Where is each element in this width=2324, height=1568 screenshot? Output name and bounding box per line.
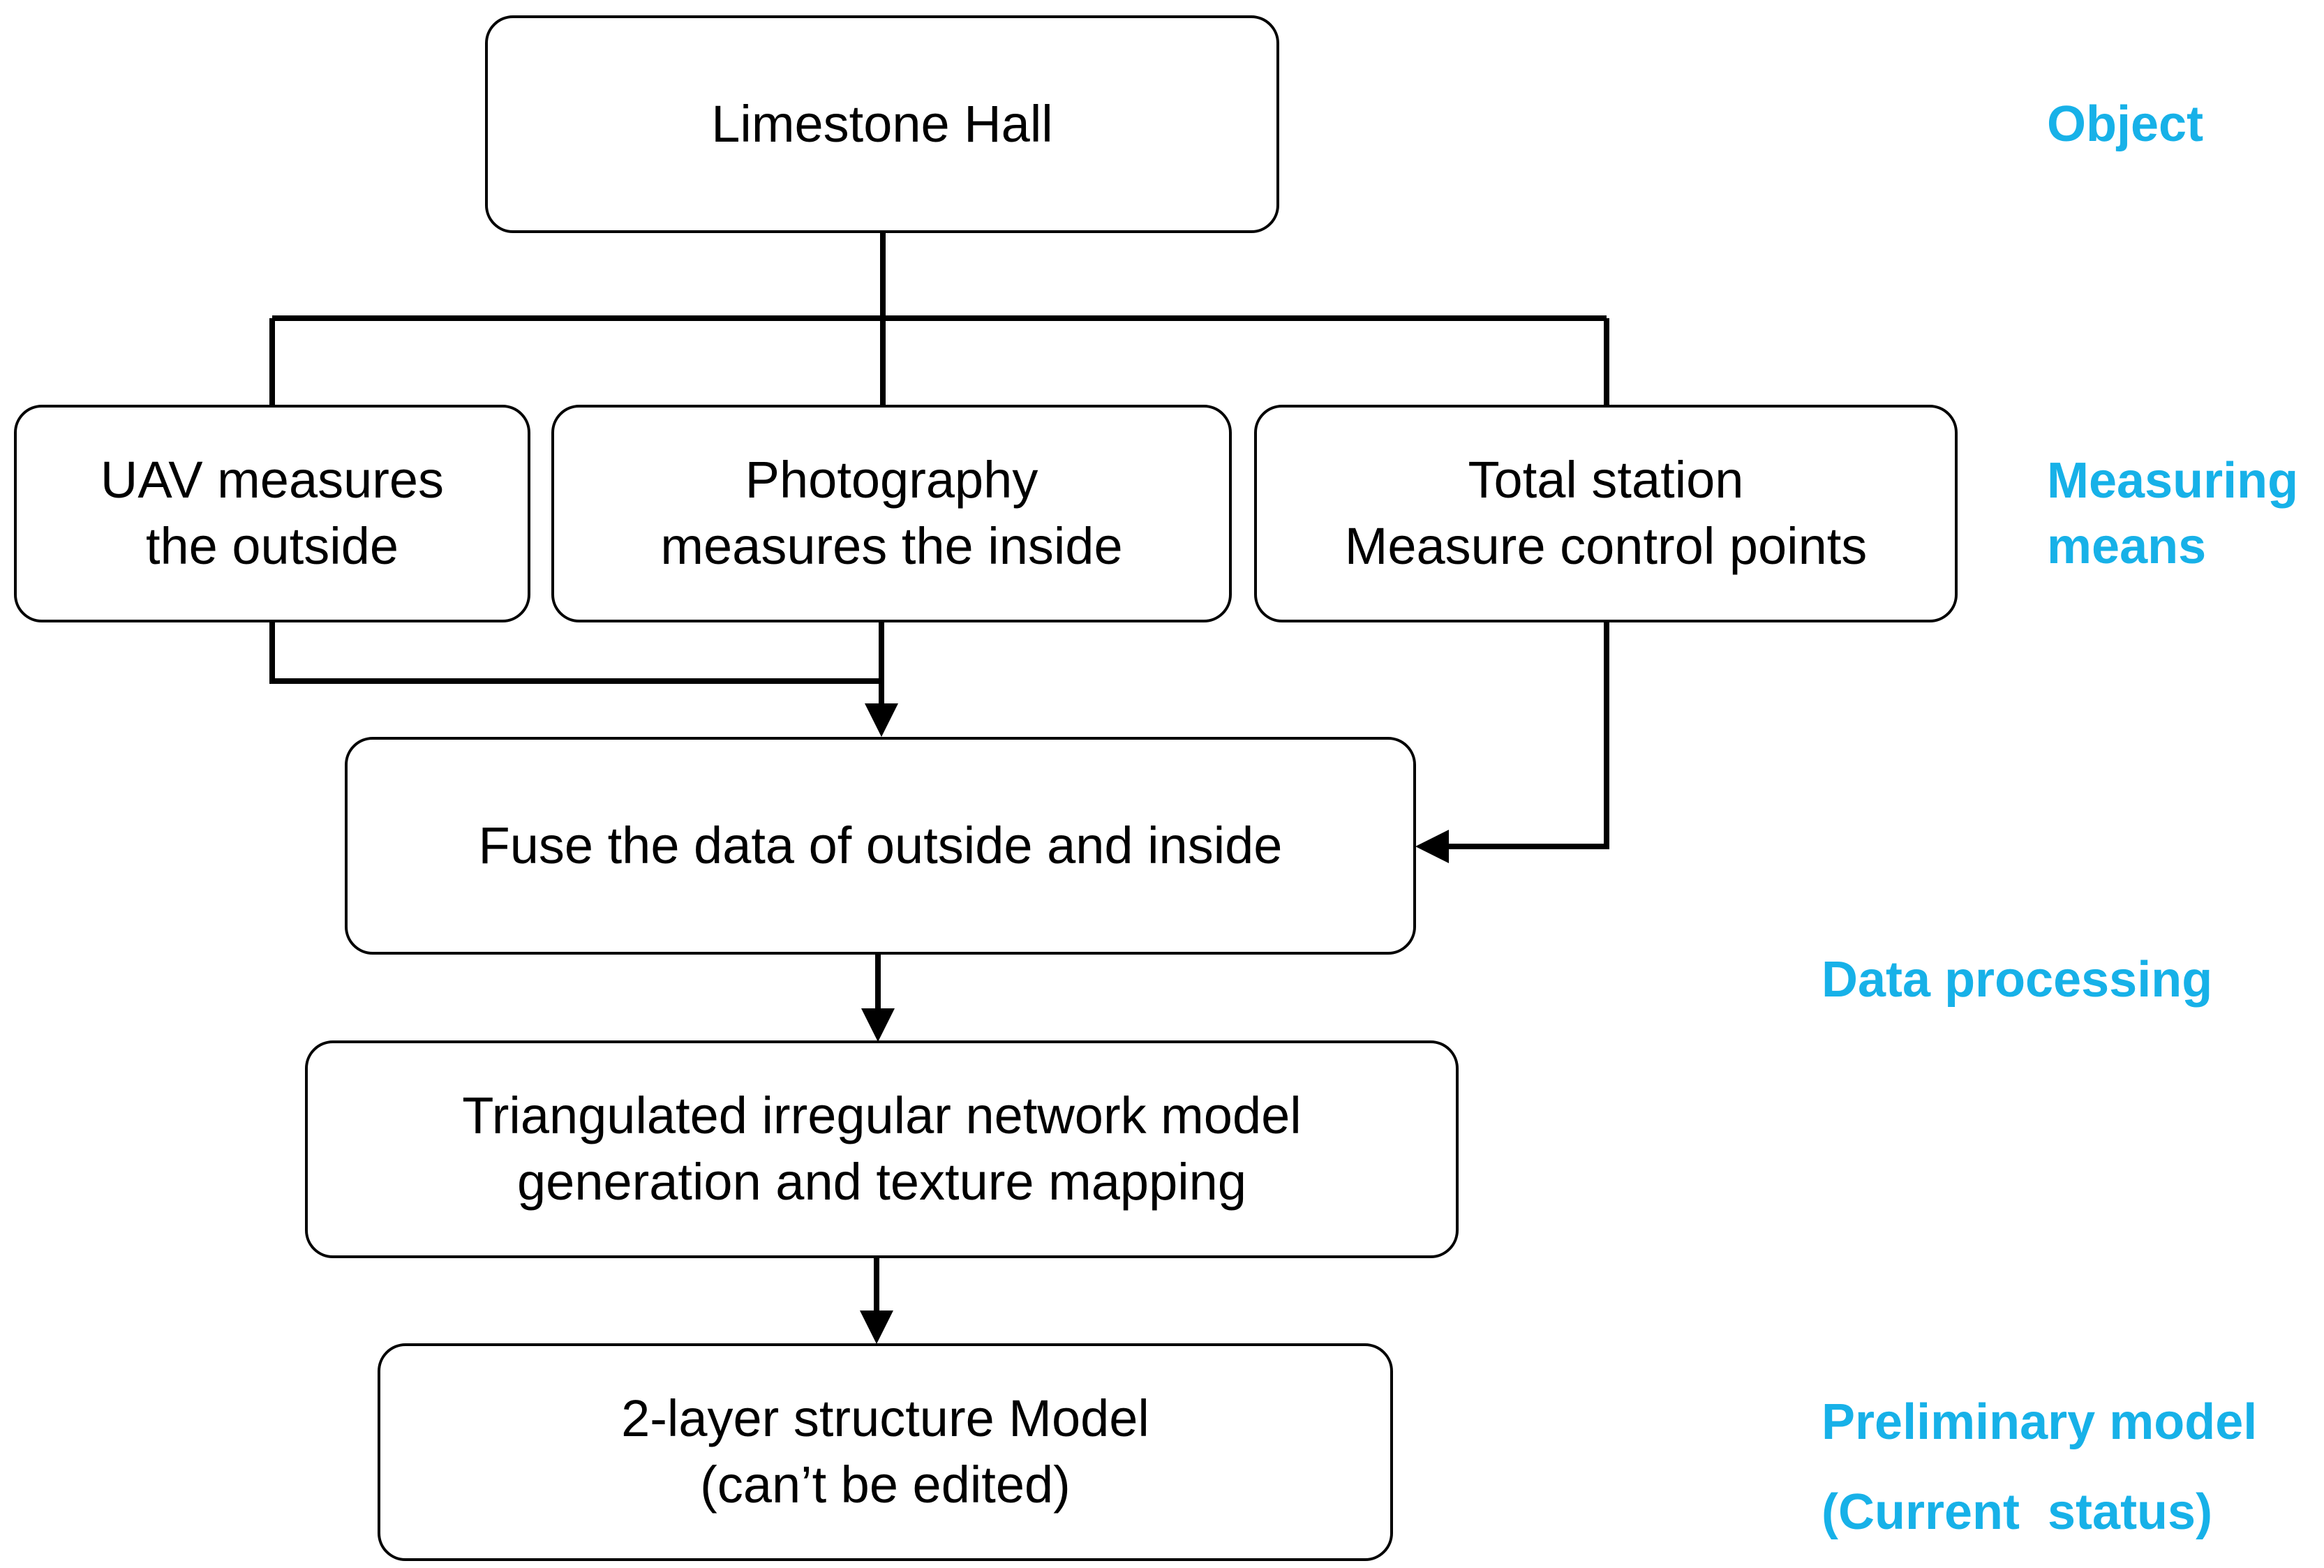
stage-label-preliminary-model: Preliminary model	[1822, 1394, 2258, 1450]
arrow-total-station-to-fuse	[1415, 621, 1609, 863]
node-label: Triangulated irregular network model	[462, 1087, 1302, 1145]
connector-uav-to-merge	[269, 621, 881, 684]
node-label: Fuse the data of outside and inside	[478, 816, 1283, 874]
node-tin-model: Triangulated irregular network model gen…	[305, 1040, 1459, 1258]
node-structure-model: 2-layer structure Model (can’t be edited…	[378, 1343, 1393, 1561]
node-label: Photography	[745, 451, 1038, 509]
stage-label-data-processing: Data processing	[1822, 952, 2213, 1008]
stage-label-object: Object	[2047, 96, 2204, 152]
node-total-station: Total station Measure control points	[1254, 405, 1958, 622]
node-label: the outside	[145, 517, 399, 575]
node-label: Limestone Hall	[711, 94, 1053, 153]
node-photography: Photography measures the inside	[551, 405, 1232, 622]
node-fuse-data: Fuse the data of outside and inside	[345, 737, 1416, 955]
node-label: Total station	[1468, 451, 1744, 509]
node-uav-measures: UAV measures the outside	[14, 405, 530, 622]
node-label: generation and texture mapping	[517, 1153, 1246, 1211]
node-label: UAV measures	[100, 451, 445, 509]
node-limestone-hall: Limestone Hall	[485, 15, 1279, 233]
node-label: measures the inside	[660, 517, 1123, 575]
node-label: 2-layer structure Model	[621, 1389, 1149, 1448]
node-label: Measure control points	[1344, 517, 1868, 575]
stage-label-measuring-means: Measuring means	[2047, 453, 2299, 574]
stage-label-current-status: (Current status)	[1822, 1484, 2213, 1540]
node-label: (can’t be edited)	[700, 1456, 1071, 1514]
